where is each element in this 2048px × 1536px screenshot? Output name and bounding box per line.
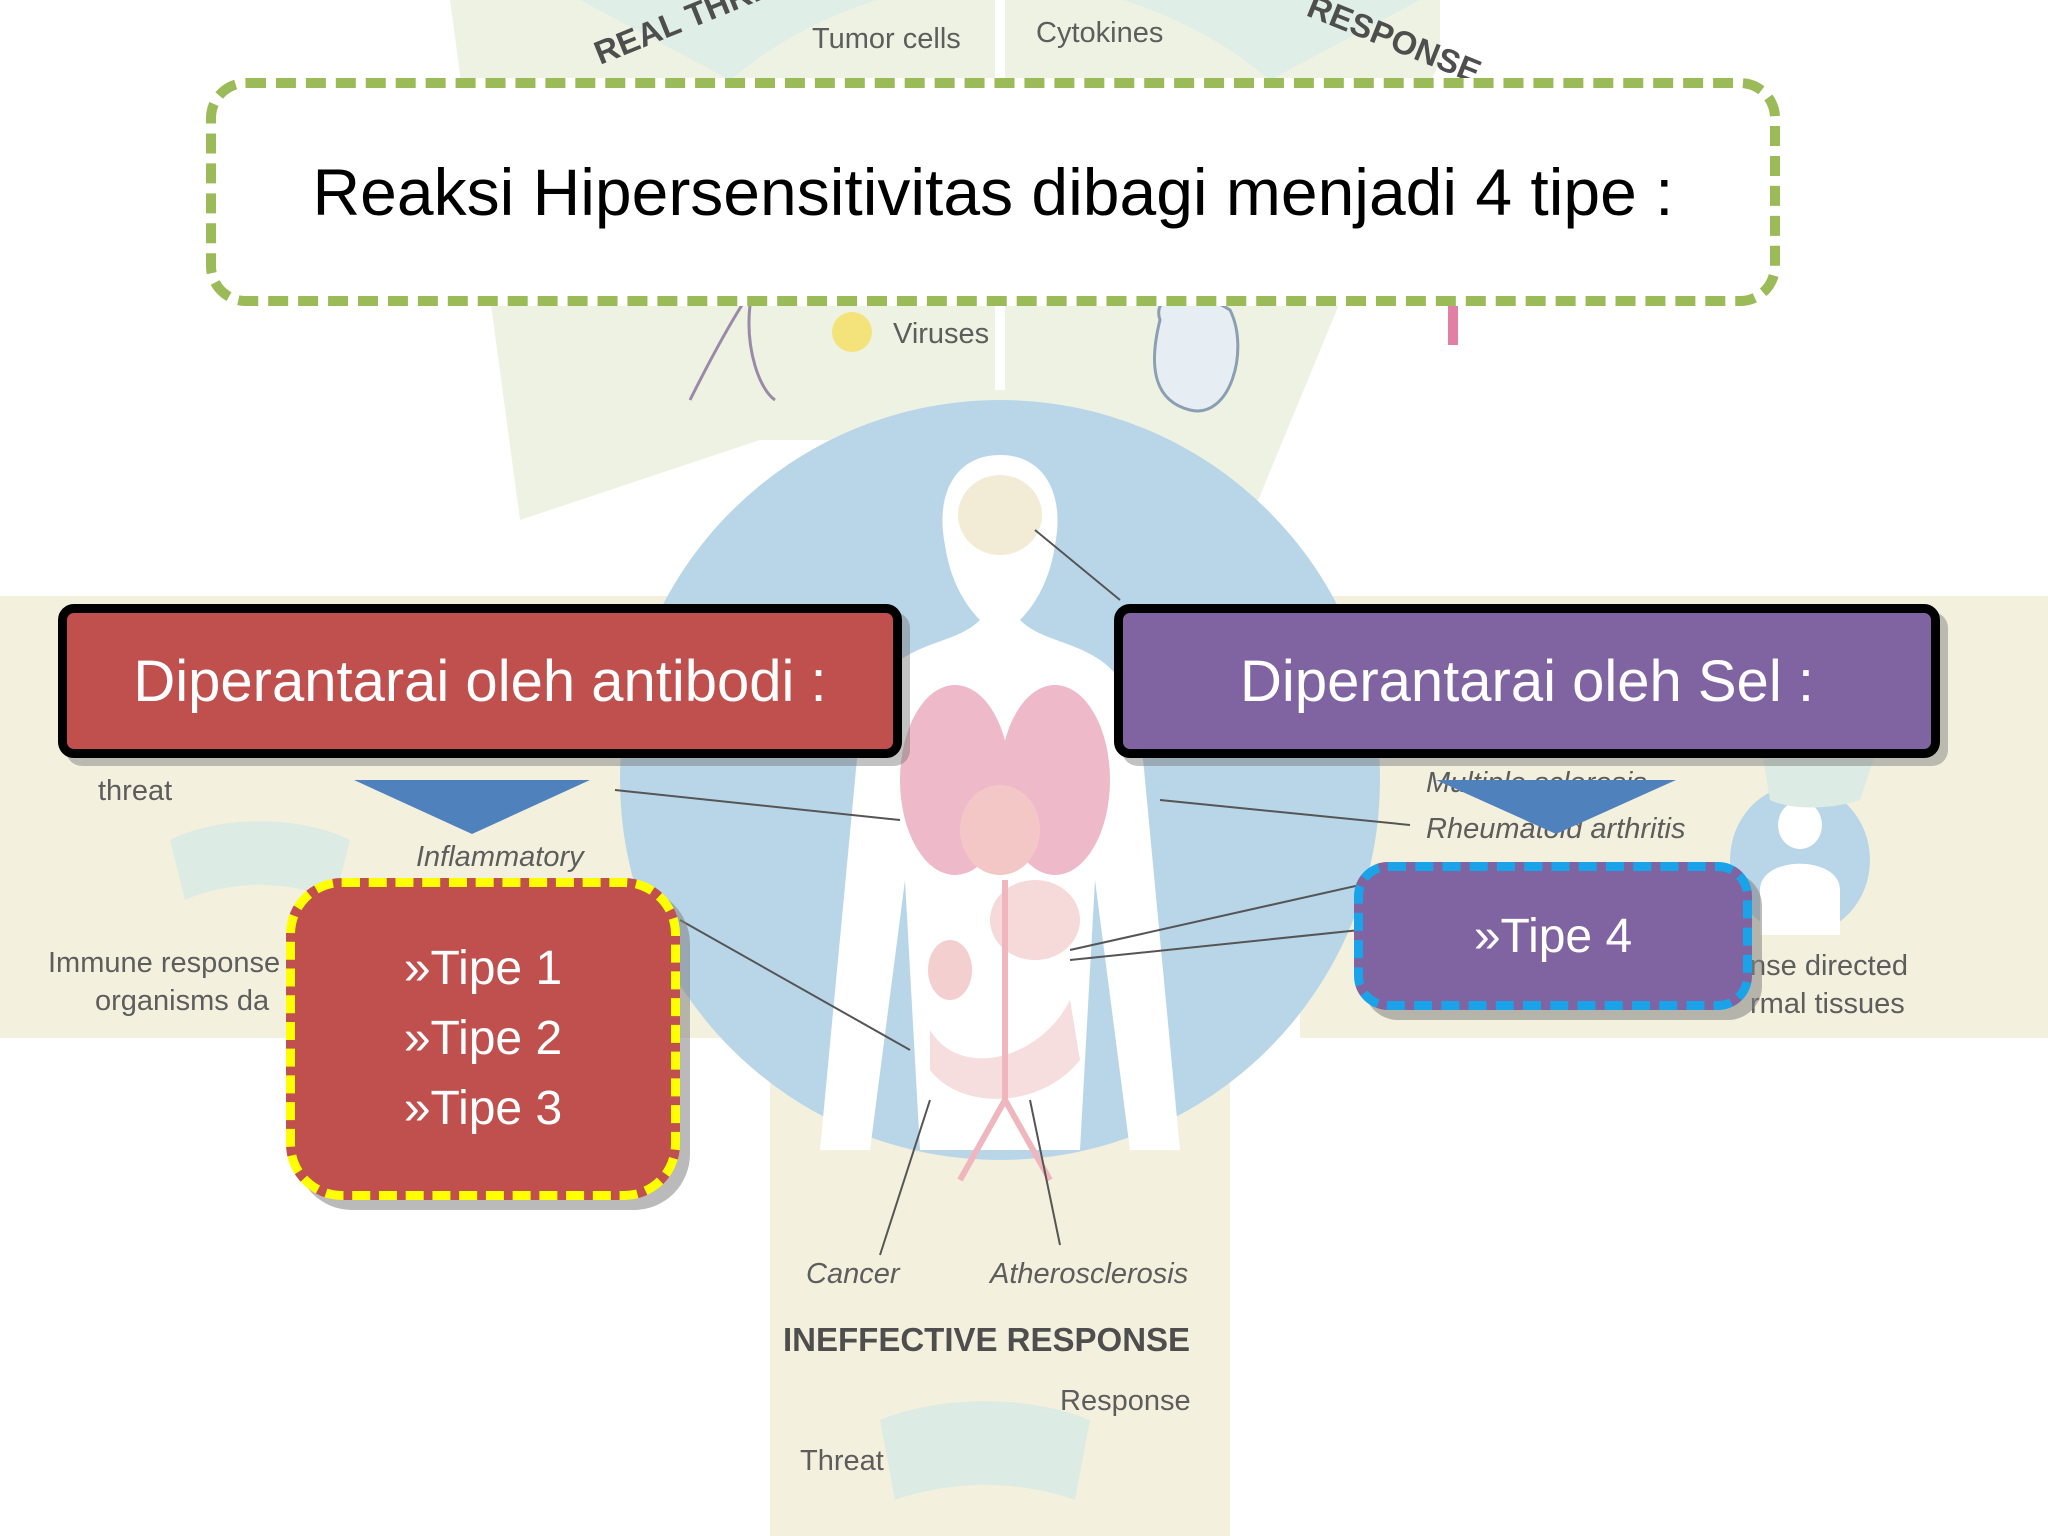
bg-text-threat: threat	[98, 775, 172, 807]
type-2-item: »Tipe 2	[404, 1004, 562, 1074]
bg-text-response-directed: nse directed	[1750, 950, 1908, 982]
cell-mediated-header: Diperantarai oleh Sel :	[1114, 604, 1940, 758]
type-1-item: »Tipe 1	[404, 934, 562, 1004]
bg-text-ineffective-response: INEFFECTIVE RESPONSE	[783, 1321, 1190, 1358]
bg-text-normal-tissues: rmal tissues	[1750, 988, 1905, 1020]
bg-text-atherosclerosis: Atherosclerosis	[988, 1258, 1188, 1290]
bg-text-inflammatory: Inflammatory	[416, 841, 585, 873]
bg-text-threat-small: Threat	[800, 1445, 884, 1477]
bg-text-cytokines: Cytokines	[1036, 17, 1163, 49]
type-4-item: »Tipe 4	[1474, 909, 1632, 964]
cell-mediated-label: Diperantarai oleh Sel :	[1240, 648, 1814, 715]
down-arrow-right-icon	[1436, 780, 1676, 834]
slide-title: Reaksi Hipersensitivitas dibagi menjadi …	[313, 154, 1674, 230]
antibody-mediated-label: Diperantarai oleh antibodi :	[133, 648, 826, 715]
antibody-types-list: »Tipe 1 »Tipe 2 »Tipe 3	[286, 878, 680, 1200]
down-arrow-left-icon	[354, 780, 590, 834]
antibody-mediated-header: Diperantarai oleh antibodi :	[58, 604, 902, 758]
type-3-item: »Tipe 3	[404, 1074, 562, 1144]
bg-text-immune-response: Immune response	[48, 947, 280, 979]
bg-text-tumor-cells: Tumor cells	[812, 23, 961, 55]
bg-text-viruses: Viruses	[893, 318, 989, 350]
cell-types-list: »Tipe 4	[1354, 862, 1752, 1010]
bg-text-organisms: organisms da	[95, 985, 270, 1017]
bg-text-response-small: Response	[1060, 1385, 1191, 1417]
slide-title-box: Reaksi Hipersensitivitas dibagi menjadi …	[206, 78, 1780, 306]
bg-text-cancer: Cancer	[806, 1258, 901, 1290]
